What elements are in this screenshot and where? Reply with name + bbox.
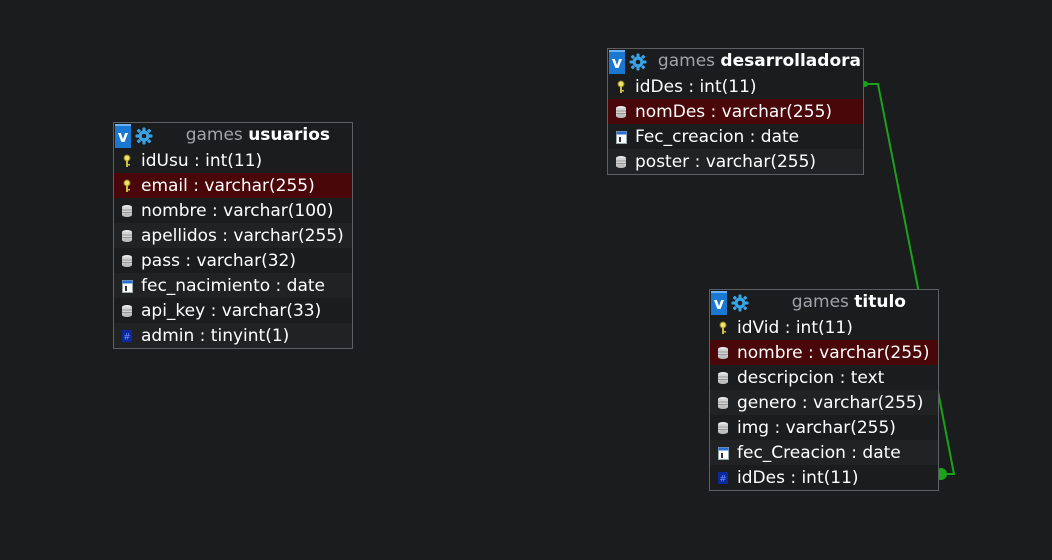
- column-row[interactable]: apellidos : varchar(255): [114, 223, 352, 248]
- column-row[interactable]: Fec_creacion : date: [608, 124, 863, 149]
- gear-icon[interactable]: [628, 52, 648, 72]
- column-label: idVid : int(11): [737, 317, 853, 338]
- table-db: games: [185, 125, 243, 145]
- text-column-icon: [120, 303, 134, 319]
- table-title: games titulo: [792, 292, 906, 312]
- column-label: img : varchar(255): [737, 417, 896, 438]
- column-row[interactable]: nombre : varchar(255): [710, 340, 938, 365]
- column-label: descripcion : text: [737, 367, 885, 388]
- svg-text:#: #: [719, 474, 727, 484]
- text-column-icon: [716, 370, 730, 386]
- table-desarrolladora[interactable]: v games desarrolladora idDes : int(11) no…: [607, 48, 864, 175]
- column-label: email : varchar(255): [141, 175, 315, 196]
- table-header[interactable]: v games usuarios: [114, 123, 352, 148]
- column-label: Fec_creacion : date: [635, 126, 800, 147]
- column-label: idDes : int(11): [635, 76, 757, 97]
- column-label: fec_Creacion : date: [737, 442, 901, 463]
- view-toggle-icon[interactable]: v: [609, 49, 625, 74]
- gear-icon[interactable]: [730, 293, 750, 313]
- column-label: nombre : varchar(100): [141, 200, 334, 221]
- table-title: games usuarios: [186, 125, 330, 145]
- table-db: games: [657, 51, 716, 71]
- text-column-icon: [716, 420, 730, 436]
- column-row[interactable]: descripcion : text: [710, 365, 938, 390]
- gear-icon[interactable]: [134, 126, 154, 146]
- table-header[interactable]: v games desarrolladora: [608, 49, 863, 74]
- text-column-icon: [716, 395, 730, 411]
- table-usuarios[interactable]: v games usuarios idUsu : int(11) email : …: [113, 122, 353, 349]
- table-title: games desarrolladora: [658, 51, 861, 71]
- key-icon: [614, 79, 628, 95]
- column-label: pass : varchar(32): [141, 250, 296, 271]
- view-toggle-icon[interactable]: v: [711, 290, 727, 315]
- table-header[interactable]: v games titulo: [710, 290, 938, 315]
- column-label: idUsu : int(11): [141, 150, 263, 171]
- column-list: idUsu : int(11) email : varchar(255) nombr…: [114, 148, 352, 348]
- text-column-icon: [614, 154, 628, 170]
- column-row[interactable]: # admin : tinyint(1): [114, 323, 352, 348]
- column-label: nombre : varchar(255): [737, 342, 930, 363]
- column-label: nomDes : varchar(255): [635, 101, 833, 122]
- table-titulo[interactable]: v games titulo idVid : int(11) nombre : v…: [709, 289, 939, 491]
- column-row[interactable]: idDes : int(11): [608, 74, 863, 99]
- text-column-icon: [120, 253, 134, 269]
- column-row[interactable]: fec_nacimiento : date: [114, 273, 352, 298]
- number-column-icon: #: [120, 328, 134, 344]
- text-column-icon: [120, 228, 134, 244]
- key-icon: [716, 320, 730, 336]
- column-label: poster : varchar(255): [635, 151, 817, 172]
- column-label: genero : varchar(255): [737, 392, 924, 413]
- text-column-icon: [716, 345, 730, 361]
- view-toggle-icon[interactable]: v: [115, 123, 131, 148]
- column-row[interactable]: idVid : int(11): [710, 315, 938, 340]
- column-label: idDes : int(11): [737, 467, 859, 488]
- column-row[interactable]: # idDes : int(11): [710, 465, 938, 490]
- number-column-icon: #: [716, 470, 730, 486]
- column-label: fec_nacimiento : date: [141, 275, 326, 296]
- column-row[interactable]: api_key : varchar(33): [114, 298, 352, 323]
- column-list: idVid : int(11) nombre : varchar(255) desc…: [710, 315, 938, 490]
- column-row[interactable]: idUsu : int(11): [114, 148, 352, 173]
- table-name: desarrolladora: [720, 51, 861, 71]
- column-label: api_key : varchar(33): [141, 300, 322, 321]
- table-db: games: [791, 292, 849, 312]
- column-row[interactable]: fec_Creacion : date: [710, 440, 938, 465]
- column-row[interactable]: poster : varchar(255): [608, 149, 863, 174]
- text-column-icon: [120, 203, 134, 219]
- date-column-icon: [716, 445, 730, 461]
- column-row[interactable]: nombre : varchar(100): [114, 198, 352, 223]
- table-name: titulo: [854, 292, 906, 312]
- key-icon: [120, 153, 134, 169]
- date-column-icon: [120, 278, 134, 294]
- column-label: apellidos : varchar(255): [141, 225, 344, 246]
- column-row[interactable]: img : varchar(255): [710, 415, 938, 440]
- column-row[interactable]: genero : varchar(255): [710, 390, 938, 415]
- svg-text:#: #: [123, 332, 131, 342]
- column-row[interactable]: email : varchar(255): [114, 173, 352, 198]
- date-column-icon: [614, 129, 628, 145]
- key-icon: [120, 178, 134, 194]
- column-label: admin : tinyint(1): [141, 325, 290, 346]
- text-column-icon: [614, 104, 628, 120]
- column-row[interactable]: pass : varchar(32): [114, 248, 352, 273]
- table-name: usuarios: [248, 125, 330, 145]
- column-list: idDes : int(11) nomDes : varchar(255) Fec_…: [608, 74, 863, 174]
- column-row[interactable]: nomDes : varchar(255): [608, 99, 863, 124]
